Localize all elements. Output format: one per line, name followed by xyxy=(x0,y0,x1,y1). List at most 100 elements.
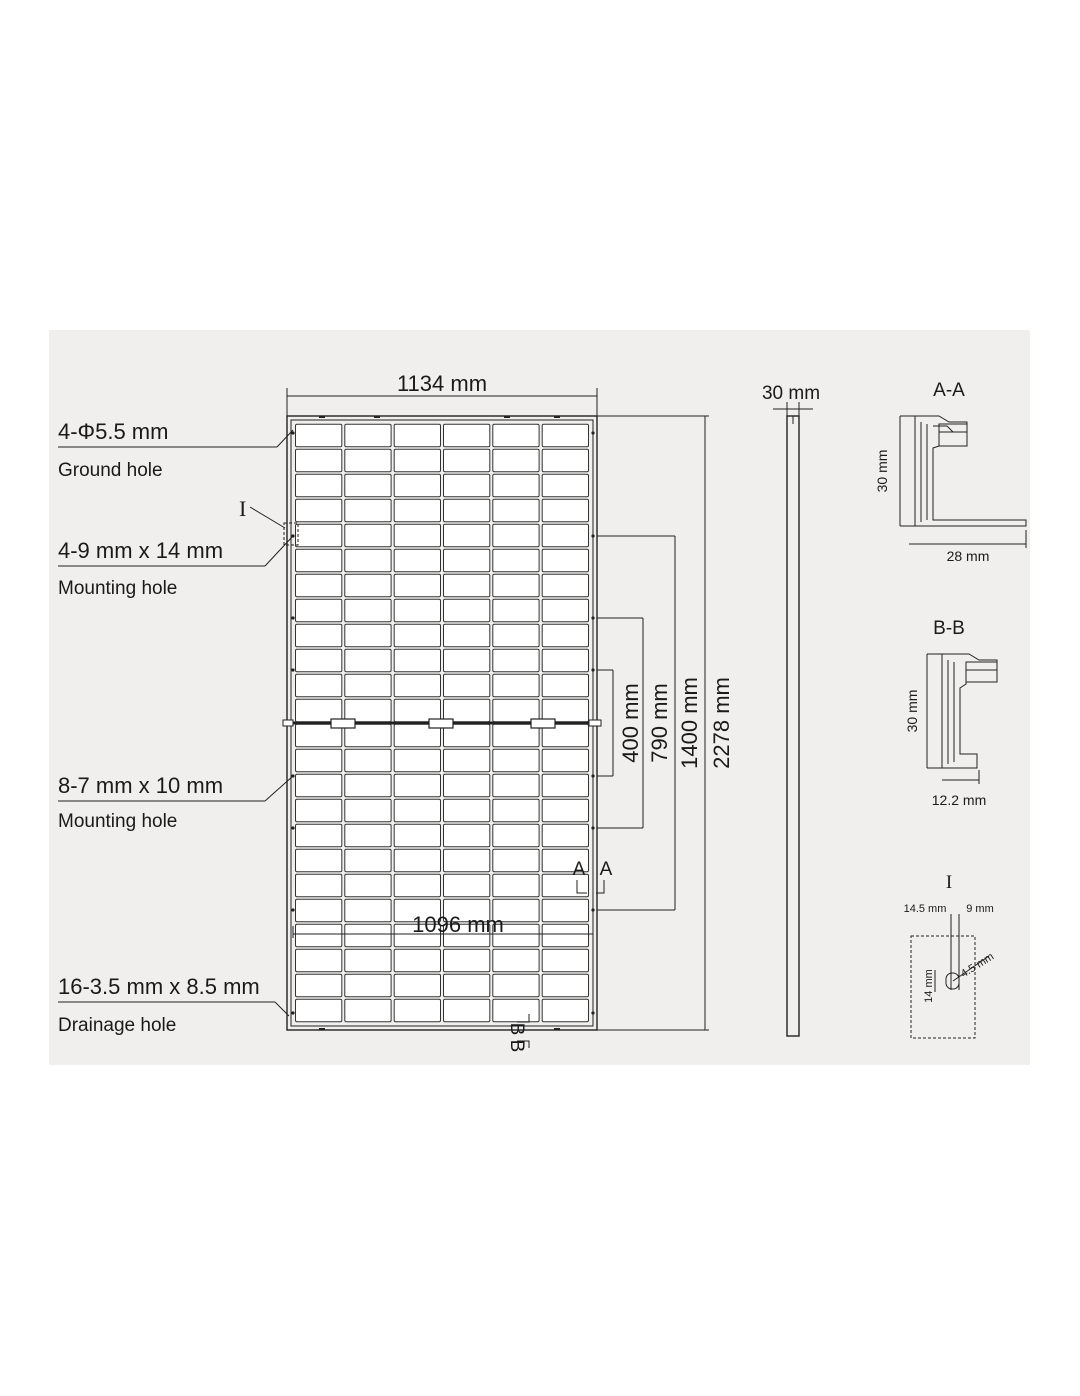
solar-cell xyxy=(393,898,442,923)
cable-connector xyxy=(282,719,294,727)
solar-cell xyxy=(344,548,392,573)
detail-i-right: 9 mm xyxy=(966,903,994,915)
solar-cell xyxy=(393,623,442,648)
frame-holes xyxy=(291,416,595,1030)
solar-cell xyxy=(393,648,442,673)
solar-cell xyxy=(295,873,343,898)
solar-cell xyxy=(541,598,590,623)
solar-cell xyxy=(344,473,392,498)
solar-cell xyxy=(295,523,343,548)
side-frame xyxy=(786,415,800,1037)
solar-cell xyxy=(541,798,590,823)
solar-cell xyxy=(443,523,491,548)
svg-text:B: B xyxy=(506,1040,527,1053)
detail-i-title: I xyxy=(946,872,952,893)
section-bb-title: B-B xyxy=(933,618,965,639)
solar-cell xyxy=(393,948,442,973)
section-aa-title: A-A xyxy=(933,380,965,401)
height-790-label: 790 mm xyxy=(647,683,672,762)
solar-cell xyxy=(443,573,491,598)
solar-cell xyxy=(344,523,392,548)
solar-cell xyxy=(295,798,343,823)
solar-cell xyxy=(393,748,442,773)
cable-connector xyxy=(588,719,602,727)
solar-cell xyxy=(295,998,343,1023)
solar-cell xyxy=(492,498,540,523)
junction-box xyxy=(330,718,356,729)
callout-ground-hole: 4-Φ5.5 mm Ground hole xyxy=(58,419,294,481)
detail-i-marker: I xyxy=(239,496,246,521)
solar-cell xyxy=(492,898,540,923)
detail-i: I 14.5 mm 9 mm 14 mm 4.5 mm xyxy=(904,872,996,1039)
solar-cell xyxy=(541,748,590,773)
height-1400-label: 1400 mm xyxy=(677,677,702,769)
detail-i-slot-height: 14 mm xyxy=(923,969,935,1003)
solar-cell xyxy=(443,773,491,798)
solar-cell xyxy=(541,973,590,998)
solar-cell xyxy=(393,598,442,623)
solar-cell xyxy=(344,598,392,623)
detail-i-slot xyxy=(945,972,960,990)
solar-cell xyxy=(393,973,442,998)
solar-cell xyxy=(295,573,343,598)
solar-cell xyxy=(492,473,540,498)
technical-drawing: 1134 mm 1096 mm 400 mm 790 mm 1400 mm 22… xyxy=(58,371,1027,1053)
section-aa-width: 28 mm xyxy=(947,548,990,564)
solar-cell xyxy=(492,598,540,623)
detail-i-outline xyxy=(910,935,976,1039)
solar-cell xyxy=(295,773,343,798)
solar-cell xyxy=(393,798,442,823)
solar-cell xyxy=(344,873,392,898)
solar-cell xyxy=(295,598,343,623)
solar-cell xyxy=(443,598,491,623)
svg-text:Ground hole: Ground hole xyxy=(58,460,163,481)
section-bb: B-B 30 mm 12.2 mm xyxy=(904,618,998,808)
section-aa: A-A 30 mm 28 mm xyxy=(874,380,1027,564)
solar-cell xyxy=(344,823,392,848)
svg-text:Drainage hole: Drainage hole xyxy=(58,1015,176,1036)
detail-i-box xyxy=(283,522,299,546)
solar-cell xyxy=(295,623,343,648)
svg-text:A: A xyxy=(600,859,613,880)
solar-cell xyxy=(393,523,442,548)
inner-width-dimension: 1096 mm xyxy=(292,912,594,938)
solar-cell xyxy=(344,648,392,673)
solar-cell xyxy=(393,548,442,573)
solar-cell xyxy=(492,798,540,823)
solar-cell xyxy=(492,848,540,873)
solar-cell xyxy=(295,923,343,948)
solar-cell xyxy=(295,648,343,673)
solar-cell xyxy=(344,423,392,448)
side-view: 30 mm xyxy=(762,383,820,1037)
solar-cell xyxy=(295,473,343,498)
svg-text:Mounting hole: Mounting hole xyxy=(58,578,177,599)
section-mark-b: B B xyxy=(506,1014,530,1053)
solar-cell xyxy=(344,973,392,998)
solar-cell xyxy=(541,823,590,848)
height-400-label: 400 mm xyxy=(618,683,643,762)
solar-cell xyxy=(393,498,442,523)
solar-cell xyxy=(295,823,343,848)
solar-cell xyxy=(295,848,343,873)
solar-cell xyxy=(443,423,491,448)
solar-cell xyxy=(541,523,590,548)
solar-cell xyxy=(492,873,540,898)
solar-cell xyxy=(492,948,540,973)
solar-cell xyxy=(492,748,540,773)
solar-cell xyxy=(492,823,540,848)
solar-cell xyxy=(344,623,392,648)
solar-cell xyxy=(443,823,491,848)
solar-cell xyxy=(492,623,540,648)
solar-cell xyxy=(492,923,540,948)
solar-cell xyxy=(541,623,590,648)
solar-cell xyxy=(492,573,540,598)
height-dimensions: 400 mm 790 mm 1400 mm 2278 mm xyxy=(597,415,734,1031)
solar-cell xyxy=(443,623,491,648)
solar-cell xyxy=(541,948,590,973)
section-bb-height: 30 mm xyxy=(904,690,920,733)
solar-cell xyxy=(295,973,343,998)
solar-cell xyxy=(492,448,540,473)
detail-i-slot-width: 4.5 mm xyxy=(959,951,996,981)
svg-text:16-3.5 mm x 8.5 mm: 16-3.5 mm x 8.5 mm xyxy=(58,974,260,999)
solar-cell xyxy=(393,923,442,948)
